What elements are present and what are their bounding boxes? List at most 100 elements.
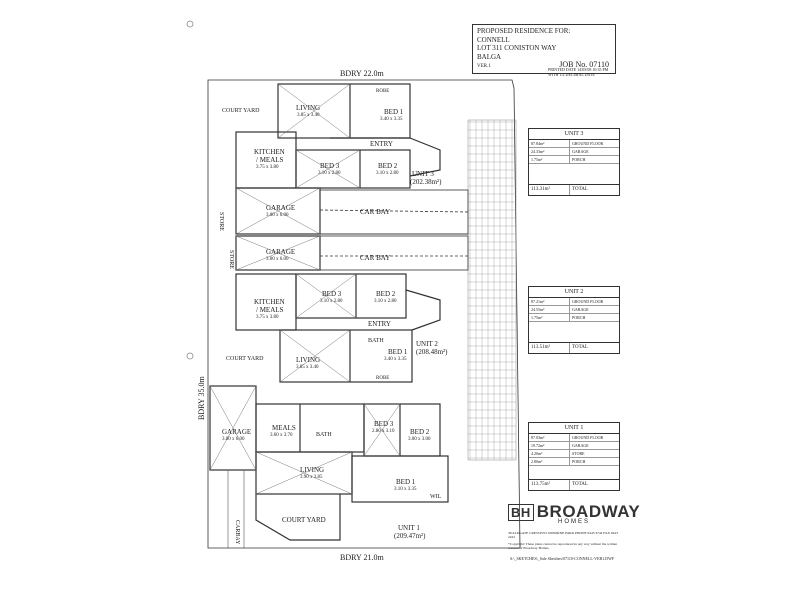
title-line-3: LOT 311 CONISTON WAY [477, 44, 557, 52]
schedule-total-area: 113.75m² [529, 480, 570, 490]
schedule-desc: GROUND FLOOR [572, 141, 604, 146]
boundary-top-label: BDRY 22.0m [340, 69, 384, 78]
title-line-1: PROPOSED RESIDENCE FOR: [477, 27, 571, 35]
bed2-label-1: BED 2 [410, 428, 430, 436]
schedule-desc: PORCH [572, 157, 586, 162]
schedule-area: 2.80m² [529, 458, 570, 465]
schedule-desc: GARAGE [572, 307, 589, 312]
schedule-heading: UNIT 1 [529, 423, 619, 434]
meals-label-2: / MEALS [256, 306, 284, 314]
schedule-desc: PORCH [572, 315, 586, 320]
unit-2 [235, 235, 441, 383]
bed3-dim-1: 2.80 x 3.10 [372, 429, 395, 434]
bed2-dim-1: 3.00 x 3.00 [408, 437, 431, 442]
carbay-vertical-label: CARBAY [234, 520, 240, 545]
brand-address: 38 ALDGATE CRESCENT OSBORNE PARK PHONE 9… [508, 531, 618, 539]
unit3-label: UNIT 3 [412, 170, 434, 178]
unit1-area: (209.47m²) [394, 532, 426, 540]
bed3-label-2: BED 3 [322, 290, 342, 298]
title-line-2: CONNELL [477, 35, 510, 44]
bed3-dim-2: 3.10 x 2.80 [320, 299, 343, 304]
bed2-label-3: BED 2 [378, 162, 398, 170]
store-label-3: STORE [218, 212, 224, 231]
schedule-desc: GROUND FLOOR [572, 299, 604, 304]
unit2-label: UNIT 2 [416, 340, 438, 348]
living-label-2: LIVING [296, 356, 320, 364]
garage-label-3: GARAGE [266, 204, 295, 212]
job-number: JOB No. 07110 [559, 60, 609, 69]
schedule-total-area: 113.51m² [529, 343, 570, 353]
unit-3-hatch [235, 83, 361, 235]
schedule-desc: STORE [572, 451, 585, 456]
version-label: VER.1 [477, 64, 491, 69]
schedule-area: 4.20m² [529, 450, 570, 457]
schedule-spacer [529, 322, 619, 342]
garage-label-1: GARAGE [222, 428, 251, 436]
bed3-dim-3: 3.10 x 2.80 [318, 171, 341, 176]
schedule-desc: GARAGE [572, 149, 589, 154]
schedule-heading: UNIT 3 [529, 129, 619, 140]
entry-label-2: ENTRY [368, 320, 391, 328]
schedule-area: 24.33m² [529, 148, 570, 155]
carbay-lane [227, 470, 245, 548]
car-bays [319, 189, 469, 271]
schedule-total-label: TOTAL [572, 345, 588, 350]
schedule-total-label: TOTAL [572, 482, 588, 487]
unit2-area: (208.48m²) [416, 348, 448, 356]
living-label-3: LIVING [296, 104, 320, 112]
meals-label-3: / MEALS [256, 156, 284, 164]
kitchen-dim-3: 3.75 x 3.80 [256, 165, 279, 170]
kitchen-label-2: KITCHEN [254, 298, 285, 306]
unit-1-hatch [209, 385, 401, 495]
schedule-area: 24.55m² [529, 306, 570, 313]
schedule-area: 1.75m² [529, 314, 570, 321]
title-block: PROPOSED RESIDENCE FOR: CONNELL LOT 311 … [472, 24, 616, 74]
car-bay-label-lower: CAR BAY [360, 254, 390, 262]
garage-dim-2: 3.00 x 6.00 [266, 257, 289, 262]
schedule-spacer [529, 466, 619, 479]
bath-label-1: BATH [316, 432, 332, 438]
living-dim-3: 3.85 x 3.40 [297, 113, 320, 118]
punch-hole-top [186, 20, 194, 28]
unit-1 [209, 385, 449, 541]
schedule-area: 87.03m² [529, 434, 570, 441]
schedule-area: 1.75m² [529, 156, 570, 163]
schedule-area: 19.72m² [529, 442, 570, 449]
robe-label-2: ROBE [376, 376, 389, 381]
schedule-desc: GROUND FLOOR [572, 435, 604, 440]
schedule-total-label: TOTAL [572, 187, 588, 192]
schedule-total-area: 113.31m² [529, 185, 570, 195]
file-path: S:\_SKETCHES\_Sale Sketches\07110-CONNEL… [510, 556, 615, 561]
living-dim-2: 3.85 x 3.40 [296, 365, 319, 370]
bed2-dim-2: 3.10 x 2.80 [374, 299, 397, 304]
unit1-label: UNIT 1 [398, 524, 420, 532]
schedule-desc: GARAGE [572, 443, 589, 448]
title-line-4: BALGA [477, 52, 502, 61]
bed1-dim-3: 3.40 x 3.35 [380, 117, 403, 122]
printed-date: PRINTED DATE 14/05/08 10:35 PM WITH 1/2 … [548, 67, 609, 77]
court-yard-label-2: COURT YARD [226, 356, 264, 362]
entry-label-3: ENTRY [370, 140, 393, 148]
bed1-dim-1: 3.10 x 3.35 [394, 487, 417, 492]
bed1-label-3: BED 1 [384, 108, 404, 116]
bed3-label-1: BED 3 [374, 420, 394, 428]
kitchen-dim-2: 3.75 x 3.80 [256, 315, 279, 320]
paving-lines [468, 120, 516, 460]
bed1-label-2: BED 1 [388, 348, 408, 356]
brand-copyright: *Copyright: These plans cannot be reprod… [508, 542, 618, 550]
living-label-1: LIVING [300, 466, 324, 474]
